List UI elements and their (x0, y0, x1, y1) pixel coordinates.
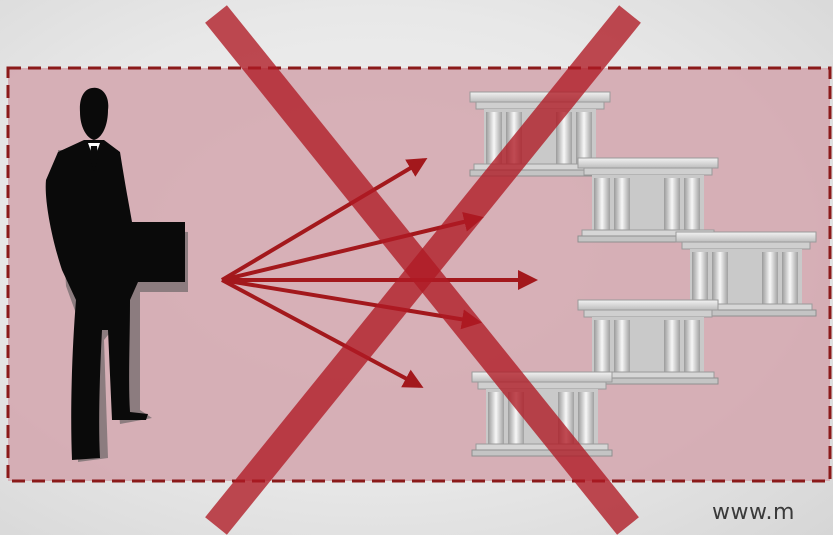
arrow-2 (221, 212, 484, 282)
arrow-5 (221, 278, 424, 388)
arrows (220, 157, 538, 388)
arrow-4 (221, 278, 482, 330)
bank-building-icon (577, 157, 719, 243)
businessman-silhouette-icon (45, 87, 188, 462)
red-x-cross-icon (205, 5, 641, 535)
bank-building-icon (577, 299, 719, 385)
website-url: www.m (712, 500, 795, 525)
arrow-1 (220, 157, 428, 282)
